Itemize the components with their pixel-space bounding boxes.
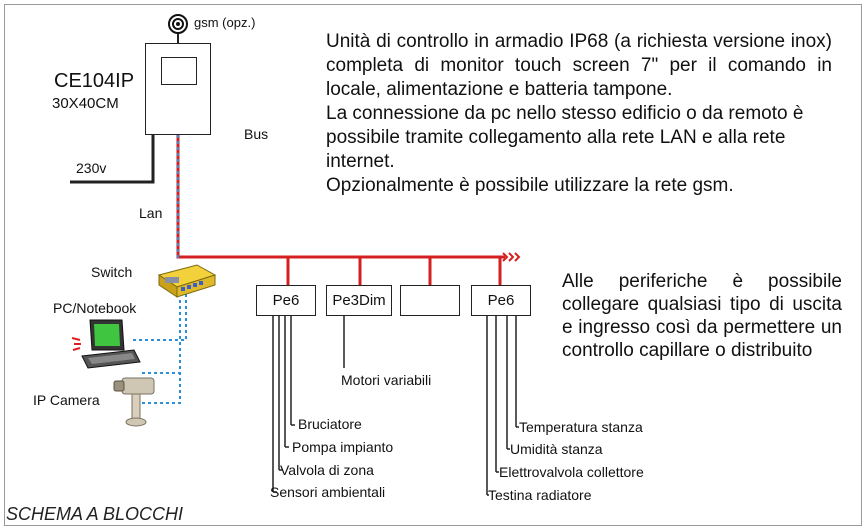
output-valvola-zona: Valvola di zona: [280, 462, 374, 478]
laptop-icon: [71, 319, 141, 369]
switch-icon: [157, 264, 217, 298]
output-umidita-stanza: Umidità stanza: [510, 441, 603, 457]
output-sensori-ambientali: Sensori ambientali: [270, 484, 386, 500]
module-pe3dim: Pe3Dim: [326, 285, 392, 316]
bus-arrows-icon: [502, 252, 521, 262]
module-empty: [400, 285, 460, 316]
output-elettrovalvola-collettore: Elettrovalvola collettore: [499, 464, 644, 480]
lan-label: Lan: [139, 205, 163, 221]
bus-label: Bus: [244, 126, 269, 142]
description-line-1: Unità di controllo in armadio IP68 (a ri…: [326, 31, 832, 100]
module-pe6-b: Pe6: [471, 285, 531, 316]
camera-icon: [113, 377, 155, 427]
description-line-3: Opzionalmente è possibile utilizzare la …: [326, 175, 734, 196]
output-temperatura-stanza: Temperatura stanza: [519, 419, 643, 435]
description-block: Unità di controllo in armadio IP68 (a ri…: [326, 30, 832, 198]
output-bruciatore: Bruciatore: [298, 416, 362, 432]
pe6a-output-lines: [272, 316, 295, 493]
control-unit-model: CE104IP: [54, 70, 135, 92]
pc-label: PC/Notebook: [53, 300, 137, 316]
pe6b-output-lines: [486, 316, 519, 496]
lan-lines: [130, 135, 187, 404]
description-line-2: La connessione da pc nello stesso edific…: [326, 103, 804, 172]
gsm-label: gsm (opz.): [194, 15, 256, 30]
peripherals-description: Alle periferiche è possibile collegare q…: [562, 271, 842, 361]
module-pe6-a: Pe6: [256, 285, 316, 316]
control-unit-screen: [161, 57, 197, 85]
antenna-icon: [168, 14, 188, 34]
output-motori-variabili: Motori variabili: [341, 372, 432, 388]
diagram-frame: [4, 4, 862, 526]
power-label: 230v: [76, 160, 107, 176]
power-line: [70, 133, 155, 184]
diagram-footer-title: SCHEMA A BLOCCHI: [6, 504, 184, 524]
switch-label: Switch: [91, 264, 133, 280]
control-unit-cabinet: [145, 43, 211, 135]
control-unit-size: 30X40CM: [52, 95, 119, 112]
output-testina-radiatore: Testina radiatore: [488, 487, 592, 503]
camera-label: IP Camera: [33, 392, 100, 408]
output-pompa-impianto: Pompa impianto: [292, 439, 394, 455]
